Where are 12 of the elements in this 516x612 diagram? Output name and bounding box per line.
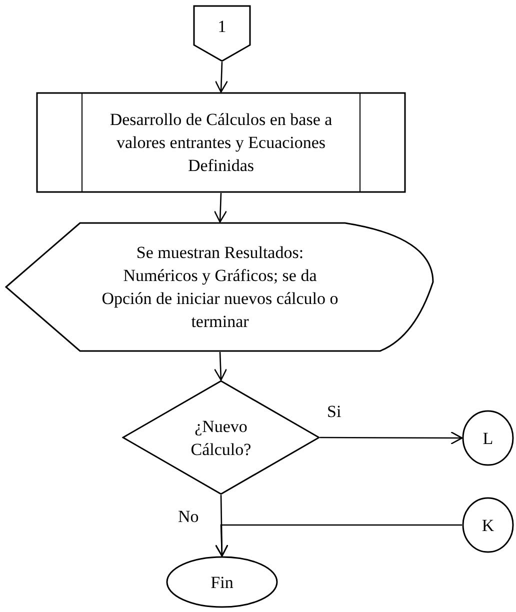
arrow xyxy=(214,192,228,223)
arrow xyxy=(214,352,228,381)
predefined-process-box: Desarrollo de Cálculos en base a valores entrantes y Ecuaciones Definidas xyxy=(36,92,406,193)
off-page-connector: 1 xyxy=(193,5,251,62)
terminator-ellipse: Fin xyxy=(166,556,278,608)
display-shape: Se muestran Resultados: Numéricos y Gráficos; se da Opción de iniciar nuevos cálculo o terminar xyxy=(5,222,435,352)
connector-circle: L xyxy=(462,410,514,466)
arrow xyxy=(214,62,228,93)
arrow xyxy=(215,524,462,557)
decision-diamond: ¿Nuevo Cálculo? xyxy=(122,380,320,495)
arrow xyxy=(320,431,463,445)
connector-circle: K xyxy=(462,497,514,553)
